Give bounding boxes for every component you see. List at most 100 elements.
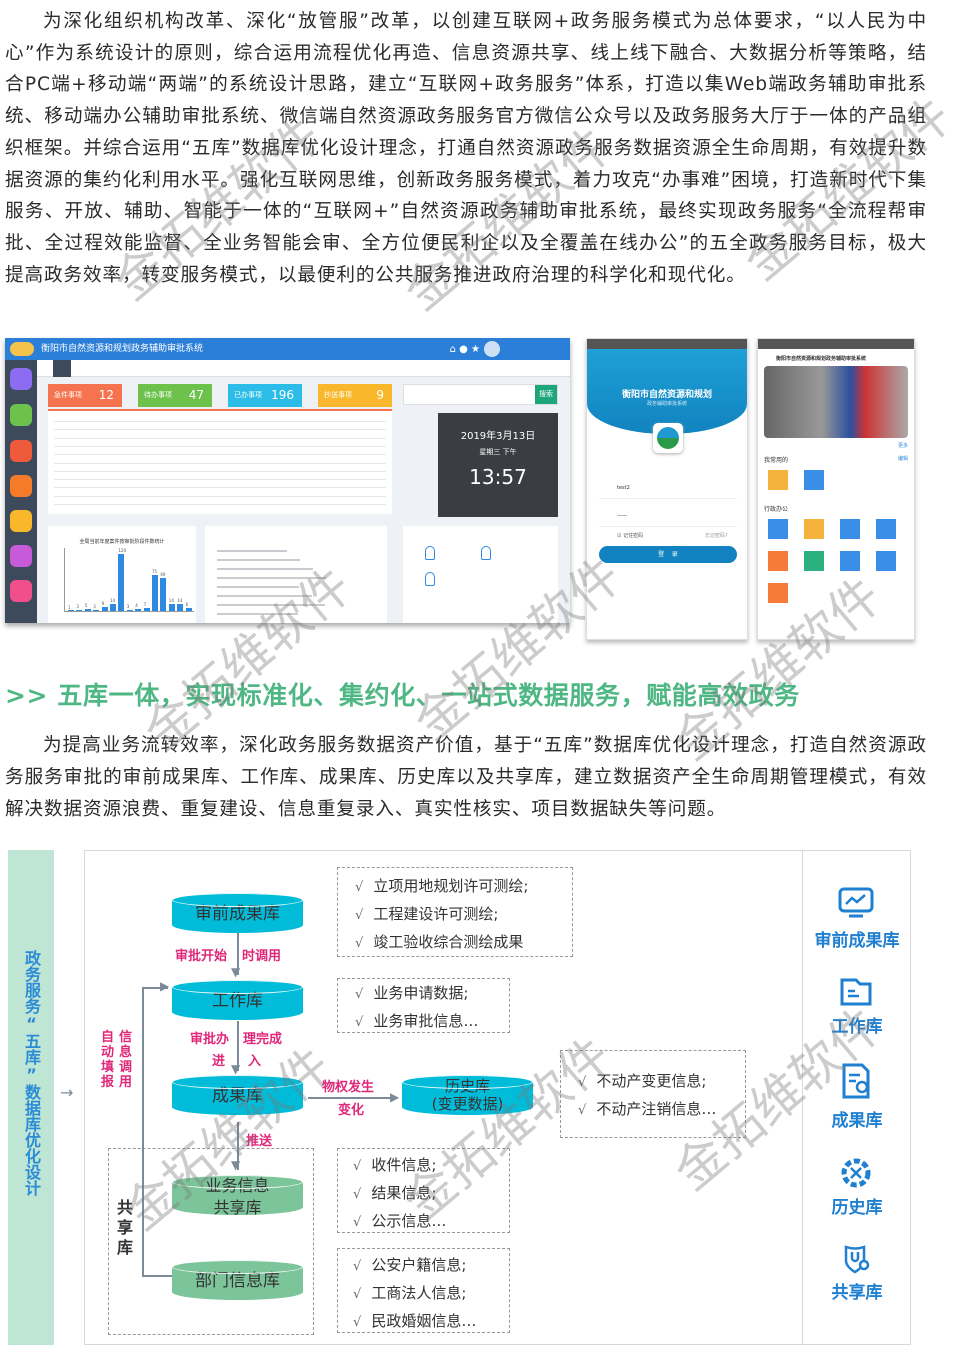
cylinder-result: 成果库 <box>172 1075 303 1115</box>
login-title: 衡阳市自然资源和规划 <box>621 390 712 400</box>
edge-label: 进 <box>212 1054 226 1069</box>
sidebar-icon[interactable] <box>10 580 32 602</box>
search-input[interactable] <box>403 384 558 405</box>
edge-label: 审批办 <box>190 1032 230 1047</box>
chart-bar <box>93 609 100 611</box>
list-work: 业务申请数据;业务审批信息… <box>355 980 478 1036</box>
table-row[interactable] <box>54 504 386 505</box>
sidebar-icon[interactable] <box>10 368 32 390</box>
chart-bar <box>152 575 158 611</box>
chart-bar-label: 5 <box>84 602 88 608</box>
chart-bar-label: 4 <box>135 603 138 609</box>
table-row[interactable] <box>54 445 386 447</box>
sidebar-icon[interactable] <box>10 545 32 567</box>
login-button[interactable]: 登 录 <box>599 546 737 563</box>
chart-bar <box>185 608 192 611</box>
notice-row[interactable] <box>217 559 300 561</box>
quick-entry-panel <box>403 526 558 623</box>
table-row[interactable] <box>54 421 386 422</box>
sidebar-icon[interactable] <box>10 510 32 532</box>
table-row[interactable] <box>54 495 386 497</box>
more-link[interactable]: 更多 <box>897 443 908 449</box>
edit-link[interactable]: 编辑 <box>897 456 908 462</box>
document-badge-icon <box>842 1063 870 1099</box>
table-row[interactable] <box>54 487 386 489</box>
notice-row[interactable] <box>217 595 312 597</box>
chart-bar <box>76 609 83 611</box>
user-icon[interactable] <box>481 546 491 560</box>
table-row[interactable] <box>54 462 386 464</box>
password-input[interactable]: —— <box>599 509 737 527</box>
notice-row[interactable] <box>217 604 325 606</box>
remember-checkbox[interactable]: ☑ 记住密码 <box>617 533 644 539</box>
chart-bar-label: 14 <box>177 598 183 604</box>
chart-bar-label: 3 <box>76 603 79 609</box>
user-icon[interactable] <box>425 546 435 560</box>
table-row[interactable] <box>54 437 386 439</box>
edge-label: 物权发生 <box>322 1080 375 1095</box>
app-logo <box>653 423 683 453</box>
chart-bar-label: 69 <box>160 572 166 578</box>
list-dept: 公安户籍信息;工商法人信息;民政婚姻信息… <box>353 1252 476 1336</box>
edge-label: 信息调用 <box>119 1030 133 1090</box>
notice-row[interactable] <box>217 568 313 570</box>
legend-pre: 审前成果库 <box>814 931 900 951</box>
chart-bar <box>177 604 184 611</box>
chart-bar <box>101 606 108 611</box>
sidebar-icon[interactable] <box>10 404 32 426</box>
desktop-tabs <box>37 360 570 377</box>
section-heading: >> 五库一体，实现标准化、集约化、一站式数据服务，赋能高效政务 <box>5 681 800 710</box>
table-row[interactable] <box>54 479 386 481</box>
arrow-right-icon: → <box>60 1083 74 1102</box>
arrowhead-icon: ▶ <box>390 1090 400 1104</box>
chart-bar-label: 120 <box>118 547 127 553</box>
sidebar-icon[interactable] <box>10 440 32 462</box>
cylinder-share: 业务信息共享库 <box>172 1175 303 1217</box>
office-label: 行政办公 <box>764 506 789 513</box>
monitor-chart-icon <box>838 887 874 918</box>
table-row[interactable] <box>54 470 386 472</box>
clock-weekday: 星期三 下午 <box>479 448 517 456</box>
phone-login-screenshot: 衡阳市自然资源和规划 政务辅助审批系统 test2 —— ☑ 记住密码 忘记密码… <box>586 338 748 640</box>
sidebar-icon[interactable] <box>10 475 32 497</box>
notice-row[interactable] <box>217 586 299 588</box>
cylinder-dept: 部门信息库 <box>172 1260 303 1300</box>
edge-label: 入 <box>248 1054 262 1069</box>
chart-bar <box>143 607 150 611</box>
notice-row[interactable] <box>217 550 287 552</box>
chart-bar-label: 9 <box>101 600 105 606</box>
chart-bar <box>135 609 142 611</box>
notice-row[interactable] <box>217 577 326 579</box>
chart-bar <box>110 604 116 611</box>
username-input[interactable]: test2 <box>599 481 737 499</box>
user-icon[interactable] <box>425 572 435 586</box>
common-label: 我常用的 <box>764 457 789 464</box>
office-grid <box>758 517 914 605</box>
login-subtitle: 政务辅助审批系统 <box>646 401 687 407</box>
edge-label: 理完成 <box>243 1032 283 1047</box>
diagram-side-label: 政务服务“五库”数据库优化设计 <box>8 850 54 1345</box>
chart-bar <box>126 609 133 611</box>
table-row[interactable] <box>54 429 386 431</box>
clock-date: 2019年3月13日 <box>460 431 536 442</box>
phone-home-screenshot: 衡阳市自然资源和规划政务辅助审批系统 更多 我常用的编辑 行政办公 <box>757 338 915 640</box>
banner-image <box>764 366 908 438</box>
legend-history: 历史库 <box>831 1198 883 1218</box>
shield-icon <box>844 1245 870 1274</box>
edge-label: 变化 <box>338 1103 365 1118</box>
notice-row[interactable] <box>217 613 298 615</box>
list-history: 不动产变更信息;不动产注销信息… <box>578 1068 716 1124</box>
chart-bar-label: 7 <box>143 601 147 607</box>
search-button[interactable]: 搜索 <box>535 385 557 404</box>
chart-bar-label: 14 <box>168 598 174 604</box>
list-pre: 立项用地规划许可测绘;工程建设许可测绘;竣工验收综合测绘成果 <box>355 873 528 957</box>
legend-result: 成果库 <box>831 1111 883 1131</box>
chart-bar-label: 75 <box>152 569 158 575</box>
forgot-link[interactable]: 忘记密码? <box>705 533 728 539</box>
table-row[interactable] <box>54 454 386 456</box>
